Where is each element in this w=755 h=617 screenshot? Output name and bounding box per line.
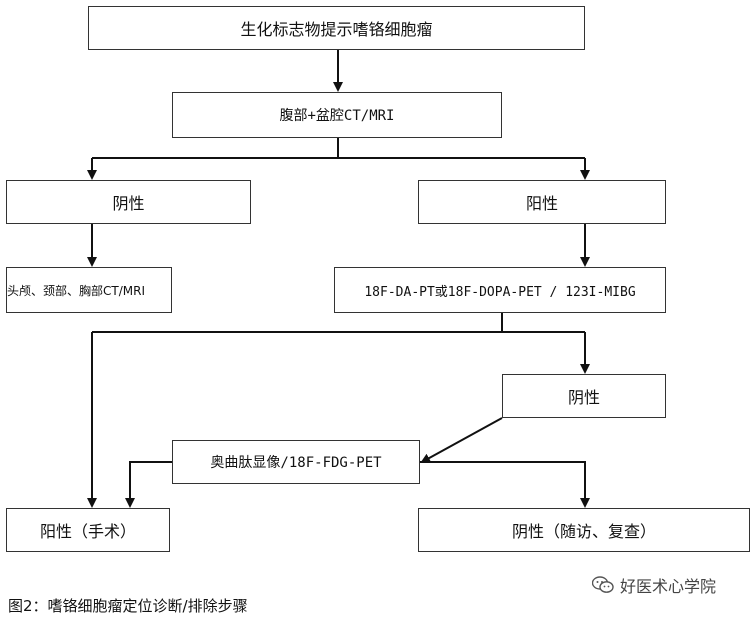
box-negative-followup: 阴性（随访、复查）: [418, 508, 750, 552]
arrow-octreo-to-neg-followup: [420, 461, 590, 508]
box-positive-surgery: 阳性（手术）: [6, 508, 170, 552]
arrow-octreo-to-pos-surgery: [125, 461, 172, 508]
arrow-neg2-to-octreo: [420, 417, 503, 463]
box-pet-mibg: 18F-DA-PT或18F-DOPA-PET / 123I-MIBG: [334, 267, 666, 313]
box-biochem-markers: 生化标志物提示嗜铬细胞瘤: [88, 6, 585, 50]
watermark-text: 好医术心学院: [620, 577, 717, 596]
box-abdomen-pelvis-ct-mri: 腹部+盆腔CT/MRI: [172, 92, 502, 138]
watermark: 好医术心学院: [591, 573, 717, 597]
box-negative-2: 阴性: [502, 374, 666, 418]
box-octreotide-fdg-pet: 奥曲肽显像/18F-FDG-PET: [172, 440, 420, 484]
box-positive-1: 阳性: [418, 180, 666, 224]
wechat-icon: [591, 576, 614, 594]
box-head-neck-chest-ct-mri: 头颅、颈部、胸部CT/MRI: [6, 267, 172, 313]
box-negative-1: 阴性: [6, 180, 251, 224]
figure-caption: 图2：嗜铬细胞瘤定位诊断/排除步骤: [8, 597, 248, 615]
